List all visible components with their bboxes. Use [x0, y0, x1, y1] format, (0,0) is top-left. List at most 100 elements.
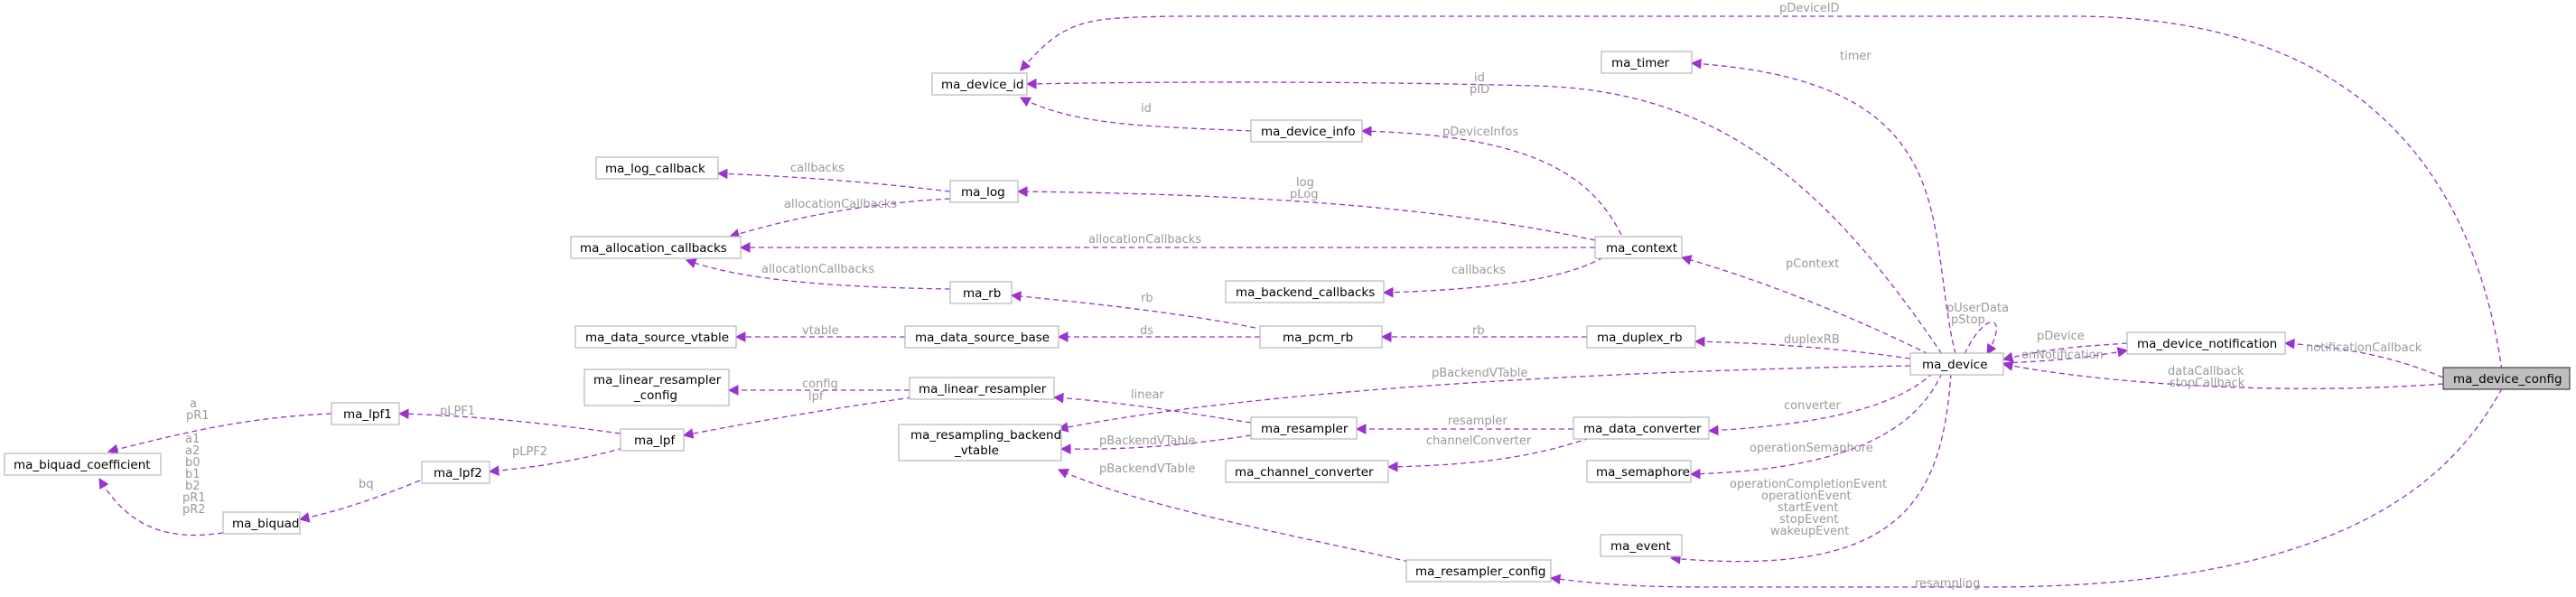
node-label: _vtable: [954, 443, 999, 458]
node-label: ma_log: [961, 185, 1005, 200]
edge-converter: [1707, 372, 1934, 436]
label-bq: bq: [359, 478, 374, 491]
label-pDevice: pDevice: [2037, 330, 2085, 343]
node-ma-linear-resampler-config[interactable]: ma_linear_resampler _config: [583, 368, 730, 406]
node-ma-allocation-callbacks[interactable]: ma_allocation_callbacks: [570, 236, 742, 259]
node-label: ma_biquad_coefficient: [14, 458, 151, 472]
label-ds: ds: [1140, 324, 1153, 338]
node-ma-timer[interactable]: ma_timer: [1601, 51, 1693, 74]
node-ma-event[interactable]: ma_event: [1600, 534, 1683, 557]
node-ma-device-config[interactable]: ma_device_config: [2442, 367, 2571, 390]
node-ma-context[interactable]: ma_context: [1594, 236, 1683, 259]
label-notificationCallback: notificationCallback: [2306, 341, 2422, 355]
edge-id-info: [1019, 97, 1252, 132]
label-callbacks2: callbacks: [1451, 264, 1506, 277]
node-label: ma_resampler_config: [1415, 564, 1545, 579]
node-label: ma_resampling_backend: [910, 428, 1061, 443]
edge-operationSemaphore: [1689, 372, 1943, 480]
label-rb1: rb: [1141, 292, 1153, 305]
label-config: config: [802, 378, 838, 391]
node-ma-lpf2[interactable]: ma_lpf2: [421, 461, 490, 484]
edge-pBackendVTable2: [1059, 434, 1252, 455]
node-ma-pcm-rb[interactable]: ma_pcm_rb: [1259, 325, 1383, 349]
node-ma-data-converter[interactable]: ma_data_converter: [1573, 416, 1710, 440]
node-label: ma_device: [1922, 358, 1988, 372]
node-label: ma_device_config: [2453, 372, 2562, 387]
node-ma-backend-callbacks[interactable]: ma_backend_callbacks: [1225, 280, 1385, 303]
node-ma-rb[interactable]: ma_rb: [949, 281, 1013, 304]
edge-timer: [1690, 58, 1956, 355]
edge-pDeviceInfos: [1360, 126, 1622, 236]
label-pDeviceInfos: pDeviceInfos: [1442, 126, 1518, 139]
label-pBackendVTable3: pBackendVTable: [1099, 462, 1195, 476]
label-pBackendVTable1: pBackendVTable: [1432, 367, 1527, 380]
node-label: ma_allocation_callbacks: [580, 241, 727, 256]
label-vtable: vtable: [802, 324, 839, 338]
node-label: ma_semaphore: [1596, 465, 1690, 480]
edge-pLPF2: [488, 447, 624, 476]
edge-bq: [298, 480, 421, 523]
edge-log-pLog: [1016, 186, 1596, 241]
node-ma-linear-resampler[interactable]: ma_linear_resampler: [909, 377, 1055, 400]
node-ma-log[interactable]: ma_log: [949, 180, 1019, 203]
edge-id-pID: [1025, 78, 1943, 355]
node-label: ma_biquad: [232, 517, 299, 531]
label-pBackendVTable2: pBackendVTable: [1099, 434, 1195, 448]
node-label: ma_device_info: [1261, 125, 1356, 139]
node-ma-resampler-config[interactable]: ma_resampler_config: [1405, 559, 1552, 583]
node-label: ma_backend_callbacks: [1236, 285, 1375, 300]
node-label: ma_context: [1606, 241, 1677, 256]
node-ma-resampler[interactable]: ma_resampler: [1250, 416, 1358, 440]
node-label: ma_lpf1: [343, 407, 392, 422]
node-label: ma_device_id: [941, 78, 1024, 92]
node-ma-duplex-rb[interactable]: ma_duplex_rb: [1586, 325, 1696, 349]
label-linear: linear: [1131, 388, 1164, 402]
node-ma-device-id[interactable]: ma_device_id: [931, 72, 1028, 96]
node-ma-lpf1[interactable]: ma_lpf1: [331, 402, 400, 425]
node-label: ma_log_callback: [605, 162, 705, 176]
edge-notificationCallback: [2283, 338, 2444, 378]
node-ma-lpf[interactable]: ma_lpf: [620, 428, 685, 452]
node-ma-biquad-coefficient[interactable]: ma_biquad_coefficient: [4, 452, 162, 476]
label-pDeviceID: pDeviceID: [1779, 2, 1840, 15]
label-onNotification: onNotification: [2021, 349, 2104, 362]
label-rb2: rb: [1472, 324, 1485, 338]
node-ma-device[interactable]: ma_device: [1909, 352, 2004, 376]
edge-pDevice: [2002, 342, 2128, 363]
node-ma-semaphore[interactable]: ma_semaphore: [1586, 460, 1692, 483]
label-channelConverter: channelConverter: [1426, 434, 1532, 448]
label-pLPF2: pLPF2: [512, 445, 547, 459]
node-label: ma_channel_converter: [1235, 465, 1374, 480]
edge-pDeviceInfos-self: [1964, 322, 1997, 356]
node-ma-data-source-base[interactable]: ma_data_source_base: [904, 325, 1059, 349]
label-pLPF1: pLPF1: [440, 405, 475, 418]
node-ma-channel-converter[interactable]: ma_channel_converter: [1225, 460, 1389, 483]
label-allocationCallbacks3: allocationCallbacks: [761, 263, 874, 276]
edge-rb: [1010, 291, 1256, 329]
node-ma-data-source-vtable[interactable]: ma_data_source_vtable: [574, 325, 737, 349]
label-pContext: pContext: [1786, 257, 1839, 271]
label-pID: pID: [1470, 83, 1489, 97]
node-label: ma_rb: [963, 286, 1001, 301]
edge-linear: [1052, 392, 1252, 424]
node-label: ma_data_source_base: [915, 331, 1050, 345]
node-ma-biquad[interactable]: ma_biquad: [222, 511, 301, 535]
label-id2: id: [1141, 102, 1152, 116]
label-operationSemaphore: operationSemaphore: [1750, 442, 1873, 455]
label-id: id: [1474, 71, 1485, 85]
node-ma-device-info[interactable]: ma_device_info: [1250, 119, 1363, 143]
label-lpf: lpf: [808, 390, 824, 404]
edge-pDeviceID: [1020, 15, 2503, 371]
node-label: ma_device_notification: [2137, 337, 2277, 351]
label-callbacks: callbacks: [790, 162, 845, 175]
node-ma-resampling-backend-vtable[interactable]: ma_resampling_backend _vtable: [898, 424, 1062, 462]
edge-lpf: [682, 396, 913, 439]
node-ma-log-callback[interactable]: ma_log_callback: [595, 156, 719, 180]
node-ma-device-notification[interactable]: ma_device_notification: [2126, 331, 2286, 355]
edge-dataCallback: [2002, 360, 2444, 389]
edge-pBackendVTable1: [1057, 365, 1911, 433]
